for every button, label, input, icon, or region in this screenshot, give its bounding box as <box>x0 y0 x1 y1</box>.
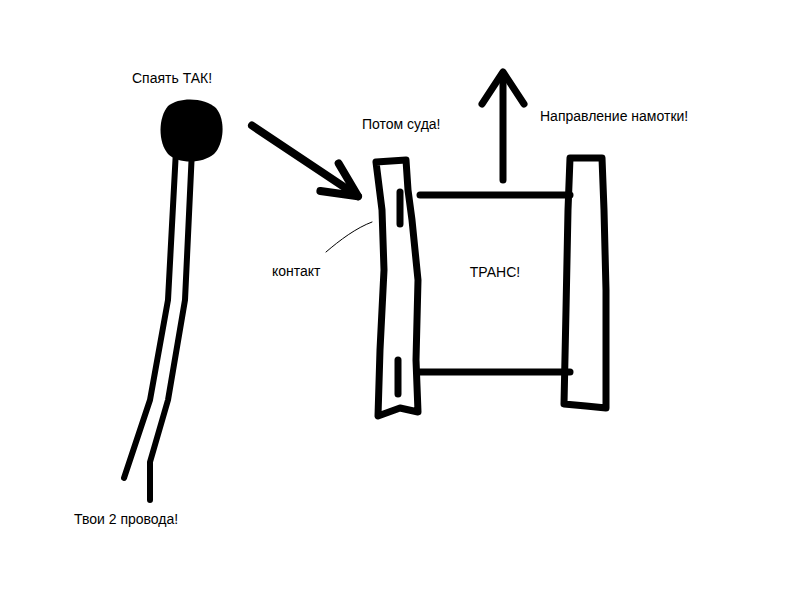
transformer-bobbin: ТРАНС! <box>370 150 615 422</box>
core-bottom <box>420 369 570 376</box>
contact-label: контакт <box>272 263 321 280</box>
core-top <box>420 192 570 199</box>
bobbin-shape <box>370 150 615 422</box>
winding-direction-note: Направление намотки! <box>540 108 688 125</box>
left-flange <box>376 160 418 416</box>
leader-line <box>326 222 372 252</box>
solder-note: Спаять ТАК! <box>132 70 212 87</box>
arrow-shaft <box>252 126 358 197</box>
contact-pin <box>395 360 402 394</box>
wires-note: Твои 2 провода! <box>74 511 178 528</box>
arrow-head <box>320 164 358 197</box>
solder-blob <box>161 99 223 161</box>
pointer-arrow <box>252 126 358 197</box>
wire <box>124 150 176 478</box>
winding-direction-arrow <box>500 74 507 180</box>
wire <box>150 150 192 500</box>
winding-direction-arrowhead <box>482 72 524 104</box>
transformer-label: ТРАНС! <box>470 264 520 281</box>
instruction-note: Потом суда! <box>362 116 440 133</box>
solder-blob: Спаять ТАК! <box>128 66 234 162</box>
contact-pin <box>397 192 404 224</box>
